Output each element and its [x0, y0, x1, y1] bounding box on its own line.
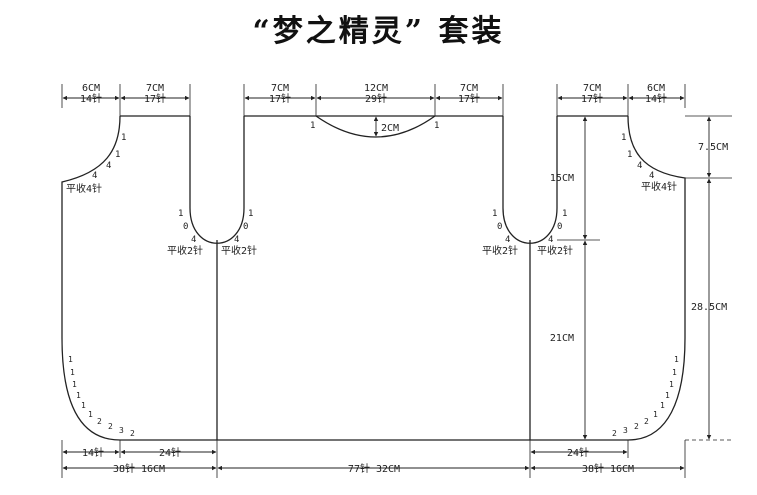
dim-top-4-cm: 12CM	[364, 83, 388, 94]
dim-body-side: 28.5CM	[691, 302, 727, 313]
dim-center: 77针 32CM	[348, 462, 400, 475]
dim-top-7-st: 14针	[645, 92, 667, 105]
left-hem-step-6: 1	[88, 410, 93, 419]
armhole-4-shaping-1: 1	[562, 209, 567, 219]
dim-side-length: 21CM	[550, 333, 574, 344]
left-hem-step-4: 1	[76, 391, 81, 400]
front-neck-curve	[315, 115, 436, 138]
left-hem-step-5: 1	[81, 401, 86, 410]
front-neck-mark-left: 1	[310, 121, 315, 131]
right-neck-edge	[627, 115, 686, 441]
dim-front-neck-drop: 2CM	[381, 123, 399, 134]
left-neck-edge	[61, 115, 121, 441]
armhole-4-shaping-2: 0	[557, 222, 562, 232]
dim-right-total: 38针 16CM	[582, 462, 634, 475]
armhole-2-shaping-3: 4	[234, 235, 239, 245]
armhole-3-bindoff: 平收2针	[482, 244, 518, 257]
armhole-3-shaping-3: 4	[505, 235, 510, 245]
dim-top-4-st: 29针	[365, 92, 387, 105]
front-neck-mark-right: 1	[434, 121, 439, 131]
dim-top-1-st: 14针	[80, 92, 102, 105]
left-neck-shaping-2: 1	[115, 150, 120, 160]
right-hem-step-3: 1	[669, 380, 674, 389]
armhole-1-shaping-2: 0	[183, 222, 188, 232]
dim-left-total: 38针 16CM	[113, 462, 165, 475]
armhole-4-bindoff: 平收2针	[537, 244, 573, 257]
dim-top-2-st: 17针	[144, 92, 166, 105]
right-hem-step-9: 3	[623, 426, 628, 435]
dim-right-side: 24针	[567, 446, 589, 459]
armhole-2-bindoff: 平收2针	[221, 244, 257, 257]
left-neck-bindoff: 平收4针	[66, 182, 102, 195]
right-neck-shaping-2: 1	[627, 150, 632, 160]
left-hem-step-2: 1	[70, 368, 75, 377]
left-hem-step-9: 3	[119, 426, 124, 435]
right-hem-step-1: 1	[674, 355, 679, 364]
dim-top-5-cm: 7CM	[460, 83, 478, 94]
left-hem-step-1: 1	[68, 355, 73, 364]
armhole-4-shaping-3: 4	[548, 235, 553, 245]
left-neck-shaping-4: 4	[92, 171, 97, 181]
armhole-2-shaping-1: 1	[248, 209, 253, 219]
right-hem-step-6: 1	[653, 410, 658, 419]
left-hem-step-3: 1	[72, 380, 77, 389]
right-hem-step-4: 1	[665, 391, 670, 400]
right-hem-step-10: 2	[612, 429, 617, 438]
dim-top-1-cm: 6CM	[82, 83, 100, 94]
dim-armhole-depth: 15CM	[550, 173, 574, 184]
right-armhole	[502, 116, 558, 244]
armhole-1-shaping-1: 1	[178, 209, 183, 219]
right-hem-step-8: 2	[634, 422, 639, 431]
right-neck-shaping-3: 4	[637, 161, 642, 171]
dim-top-2-cm: 7CM	[146, 83, 164, 94]
dim-left-hem: 14针	[82, 446, 104, 459]
left-armhole	[189, 116, 245, 244]
armhole-3-shaping-1: 1	[492, 209, 497, 219]
left-hem-step-10: 2	[130, 429, 135, 438]
dim-top-5-st: 17针	[458, 92, 480, 105]
dim-top-6-cm: 7CM	[583, 83, 601, 94]
left-neck-shaping-3: 4	[106, 161, 111, 171]
dim-top-7-cm: 6CM	[647, 83, 665, 94]
right-hem-step-2: 1	[672, 368, 677, 377]
dim-top-6-st: 17针	[581, 92, 603, 105]
right-hem-step-7: 2	[644, 417, 649, 426]
right-neck-shaping-1: 1	[621, 133, 626, 143]
dim-top-3-st: 17针	[269, 92, 291, 105]
right-neck-bindoff: 平收4针	[641, 180, 677, 193]
left-hem-step-8: 2	[108, 422, 113, 431]
dim-neck-depth: 7.5CM	[698, 142, 728, 153]
armhole-1-bindoff: 平收2针	[167, 244, 203, 257]
dim-top-3-cm: 7CM	[271, 83, 289, 94]
right-neck-shaping-4: 4	[649, 171, 654, 181]
right-hem-step-5: 1	[660, 401, 665, 410]
armhole-3-shaping-2: 0	[497, 222, 502, 232]
left-hem-step-7: 2	[97, 417, 102, 426]
left-neck-shaping-1: 1	[121, 133, 126, 143]
armhole-2-shaping-2: 0	[243, 222, 248, 232]
dim-left-side: 24针	[159, 446, 181, 459]
diagram-title: “梦之精灵” 套装	[252, 14, 505, 49]
armhole-1-shaping-3: 4	[191, 235, 196, 245]
